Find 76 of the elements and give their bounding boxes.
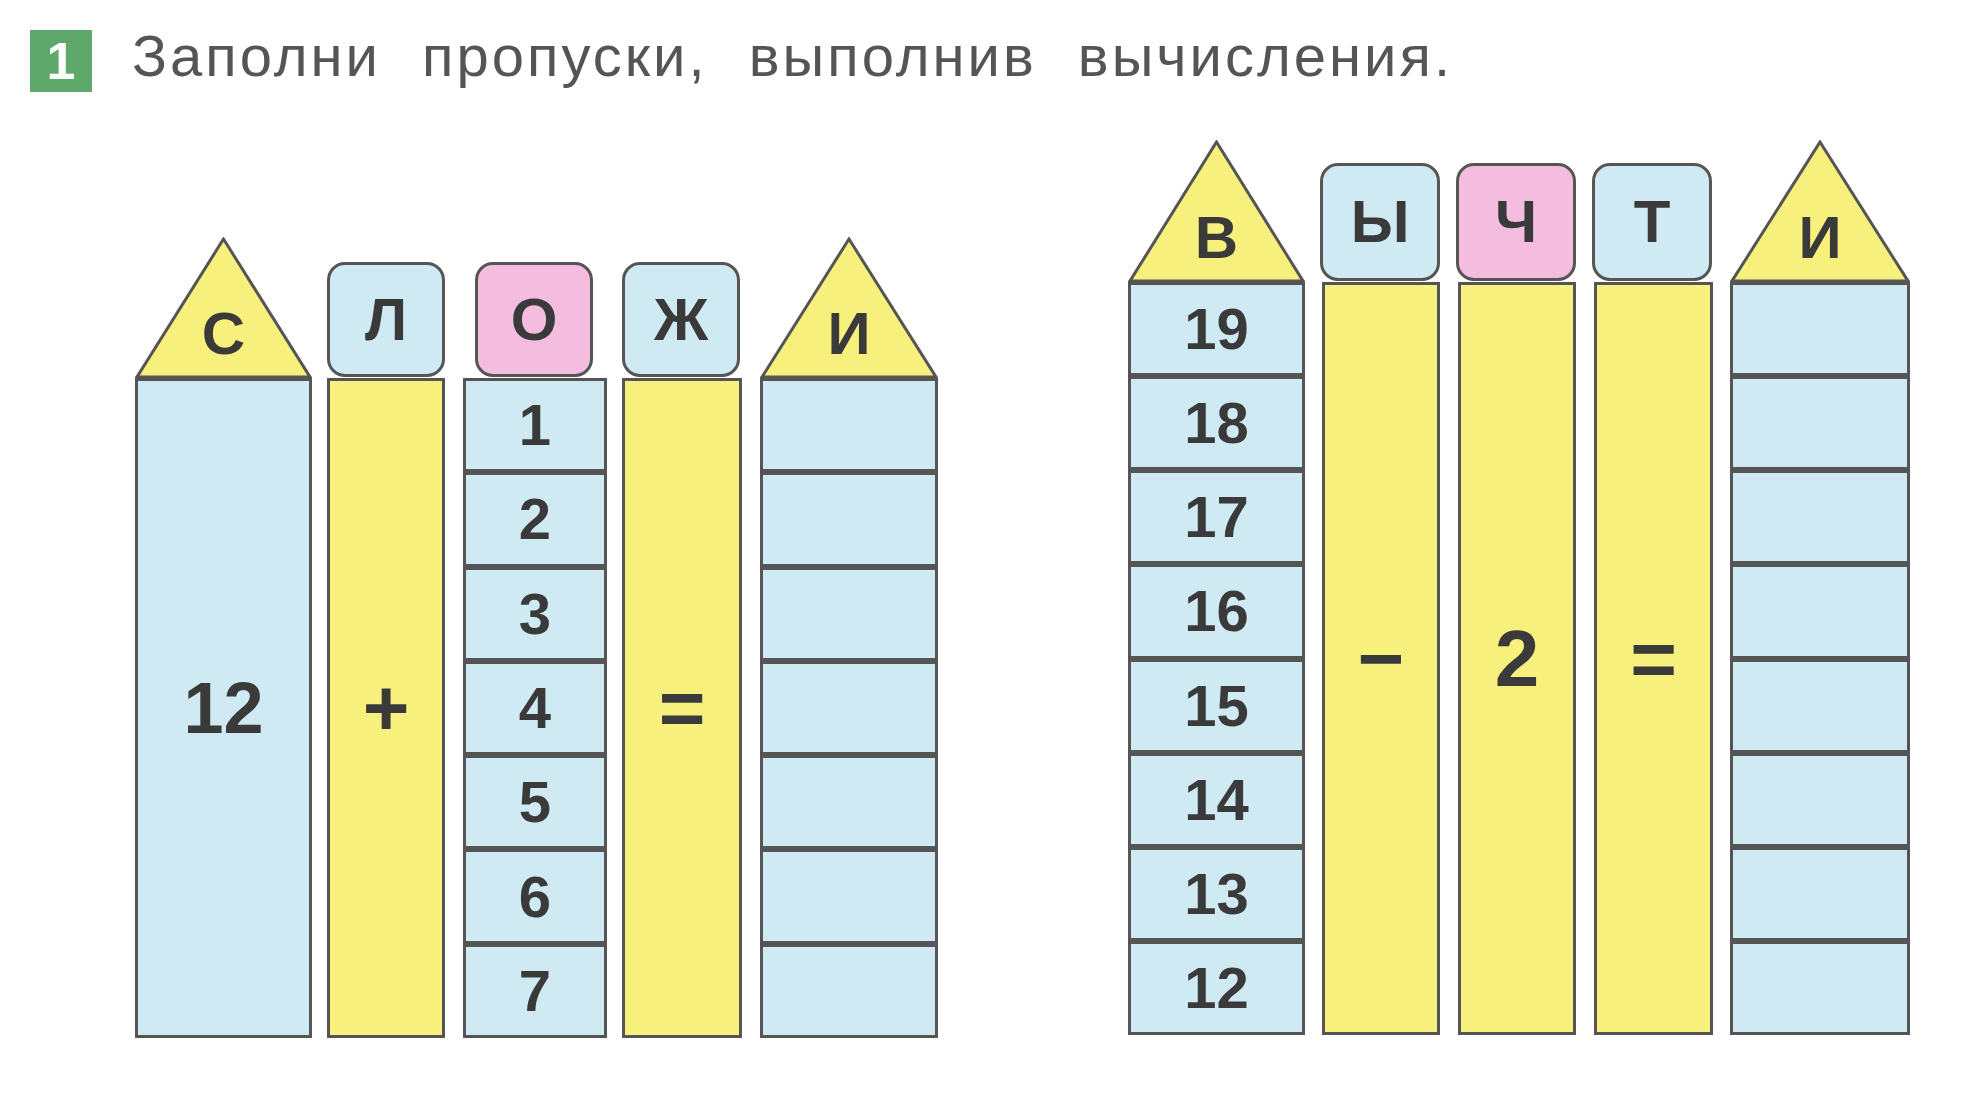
number-cell [760,660,938,756]
number-cell [463,566,607,661]
number-cell [1730,658,1910,753]
number-cell [1128,282,1305,377]
number-cell [760,378,938,473]
letter-tile [475,262,593,377]
operation-sign: = [658,668,706,748]
column-letter: С [201,304,246,364]
number-cell [1128,470,1305,565]
operation-sign: 12 [183,672,264,744]
cell-number: 4 [518,679,552,737]
letter-tile [1320,163,1440,281]
cell-number: 17 [1184,488,1249,547]
number-cell [463,660,607,756]
column-letter: Т [1633,192,1671,252]
cell-number: 12 [1184,958,1249,1017]
cell-number: 2 [518,490,552,549]
column-letter: В [1194,208,1239,268]
number-cell [1730,470,1910,565]
cell-number: 13 [1184,864,1249,923]
letter-tile [1456,163,1576,281]
task-number: 1 [46,35,76,87]
number-cell [463,849,607,944]
letter-tile [327,262,445,377]
cell-number: 1 [518,396,552,455]
cell-number: 15 [1184,676,1249,735]
number-cell [760,943,938,1038]
cell-number: 3 [518,584,552,643]
cell-number: 19 [1184,300,1249,359]
column-letter: О [510,289,558,350]
number-cell [1128,940,1305,1035]
operation-sign: + [362,668,410,748]
column-letter: Ы [1350,192,1410,252]
number-cell [1730,846,1910,941]
column-letter: Ч [1494,192,1538,252]
column-bar [622,378,742,1038]
column-bar [1458,282,1576,1035]
number-cell [1730,564,1910,659]
column-letter: И [827,304,871,364]
task-heading: Заполни пропуски, выполнив вычисления. [132,22,1453,89]
number-cell [1128,376,1305,471]
column-letter: Л [364,289,408,350]
column-bar [135,378,312,1038]
number-cell [760,849,938,944]
operation-sign: 2 [1494,618,1540,699]
column-bar [1594,282,1713,1035]
number-cell [1730,376,1910,471]
cell-number: 7 [518,961,552,1020]
number-cell [463,755,607,850]
cell-number: 5 [518,773,552,832]
number-cell [760,755,938,850]
operation-sign: = [1630,618,1677,699]
column-bar [1322,282,1440,1035]
number-cell [1128,752,1305,847]
letter-tile [622,262,740,377]
number-cell [1128,658,1305,753]
number-cell [1128,846,1305,941]
number-cell [1730,752,1910,847]
column-letter: И [1798,208,1842,268]
number-cell [463,378,607,473]
number-cell [760,566,938,661]
operation-sign: − [1357,618,1405,699]
number-cell [463,943,607,1038]
cell-number: 18 [1184,394,1249,453]
number-cell [463,472,607,567]
cell-number: 6 [518,867,552,926]
number-cell [1730,940,1910,1035]
task-number-badge [30,30,92,92]
letter-tile [1592,163,1712,281]
number-cell [1730,282,1910,377]
cell-number: 14 [1184,770,1249,829]
number-cell [760,472,938,567]
column-bar [327,378,445,1038]
column-letter: Ж [653,289,709,350]
cell-number: 16 [1184,582,1249,641]
number-cell [1128,564,1305,659]
